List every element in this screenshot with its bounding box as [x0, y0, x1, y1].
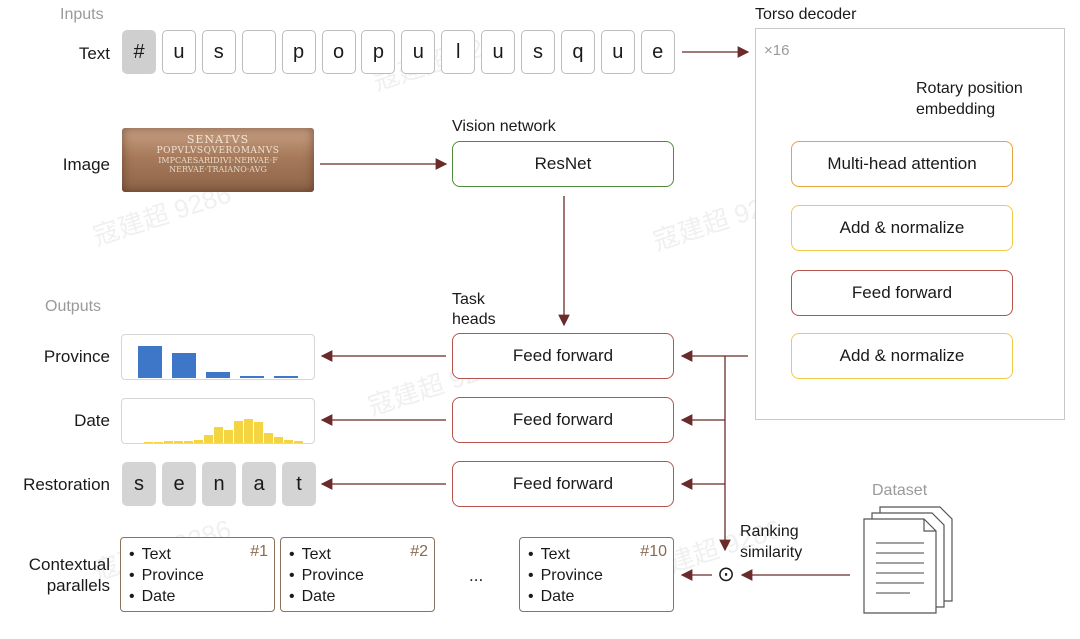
- restored-token: s: [122, 462, 156, 506]
- text-token: [241, 30, 276, 74]
- inputs-heading: Inputs: [60, 6, 104, 23]
- inscription-line: SENATVS: [186, 133, 250, 146]
- text-token: s: [521, 30, 555, 74]
- text-token: p: [281, 30, 316, 74]
- date-bar: [194, 439, 203, 443]
- province-bar: [274, 376, 298, 378]
- date-bar: [154, 441, 163, 443]
- image-label: Image: [62, 155, 110, 174]
- date-bar: [244, 419, 253, 443]
- text-token: l: [441, 30, 476, 74]
- parallel-number: #1: [250, 543, 268, 560]
- province-bar: [138, 345, 162, 378]
- parallel-item: Province: [129, 565, 204, 586]
- rope-line: Rotary position: [916, 80, 1023, 97]
- province-bar: [206, 371, 230, 378]
- head-restoration: Feed forward: [452, 461, 674, 507]
- date-bar: [264, 433, 273, 443]
- text-token: u: [481, 30, 516, 74]
- ellipsis: ...: [469, 566, 484, 585]
- parallel-item: Date: [289, 586, 364, 607]
- province-chart: [121, 334, 315, 380]
- province-label: Province: [43, 347, 110, 366]
- date-bar: [274, 437, 283, 443]
- contextual-parallels-label: Contextual parallels: [0, 554, 110, 596]
- resnet-box: ResNet: [452, 141, 674, 187]
- restored-token: n: [202, 462, 236, 506]
- ranking-similarity-label: Ranking similarity: [740, 521, 802, 563]
- date-bar: [204, 434, 213, 443]
- text-token: e: [640, 30, 675, 74]
- head-date: Feed forward: [452, 397, 674, 443]
- add-normalize-block: Add & normalize: [791, 205, 1013, 251]
- text-token: u: [161, 30, 196, 74]
- date-bar: [164, 441, 173, 443]
- text-token: p: [361, 30, 396, 74]
- date-bar: [254, 421, 263, 443]
- rope-line: embedding: [916, 101, 996, 118]
- text-token: q: [560, 30, 595, 74]
- date-bar: [234, 420, 243, 443]
- add-normalize-block: Add & normalize: [791, 333, 1013, 379]
- text-token: s: [201, 30, 236, 74]
- inscription-line: IMPCAESARIDIVI·NERVAE·F: [158, 156, 278, 165]
- repeat-count: ×16: [764, 42, 790, 59]
- multi-head-attention-block: Multi-head attention: [791, 141, 1013, 187]
- date-bar: [294, 441, 303, 443]
- torso-decoder-title: Torso decoder: [755, 6, 857, 23]
- parallel-item: Text: [528, 544, 603, 565]
- date-bar: [174, 441, 183, 443]
- date-label: Date: [74, 411, 110, 430]
- ranking-line: similarity: [740, 544, 803, 561]
- task-heads-line: Task: [452, 291, 485, 308]
- inscription-image: SENATVS POPVLVSQVEROMANVS IMPCAESARIDIVI…: [122, 128, 314, 192]
- parallel-card: Text Province Date #10: [519, 537, 674, 612]
- province-bar: [240, 376, 264, 378]
- text-label: Text: [78, 44, 110, 63]
- restoration-label: Restoration: [23, 475, 110, 494]
- text-token: o: [321, 30, 356, 74]
- parallel-item: Text: [289, 544, 364, 565]
- parallel-item: Date: [528, 586, 603, 607]
- date-bar: [144, 441, 153, 443]
- vision-network-heading: Vision network: [452, 118, 556, 135]
- contextual-label-line: parallels: [46, 576, 110, 595]
- parallel-number: #10: [640, 543, 667, 560]
- head-province: Feed forward: [452, 333, 674, 379]
- date-bar: [184, 440, 193, 443]
- parallel-number: #2: [410, 543, 428, 560]
- text-token: u: [600, 30, 635, 74]
- ranking-line: Ranking: [740, 523, 799, 540]
- parallel-card: Text Province Date #2: [280, 537, 435, 612]
- masked-token: #: [122, 30, 156, 74]
- date-bar: [284, 439, 293, 443]
- dataset-label: Dataset: [872, 482, 928, 499]
- date-bar: [214, 427, 223, 443]
- inscription-line: NERVAE·TRAIANO·AVG: [169, 165, 267, 174]
- date-chart: [121, 398, 315, 444]
- restored-token: a: [242, 462, 276, 506]
- outputs-heading: Outputs: [45, 298, 102, 315]
- text-token: u: [401, 30, 436, 74]
- inscription-line: POPVLVSQVEROMANVS: [156, 146, 280, 156]
- parallel-item: Province: [528, 565, 603, 586]
- restored-token: e: [162, 462, 196, 506]
- parallel-card: Text Province Date #1: [120, 537, 275, 612]
- contextual-label-line: Contextual: [28, 555, 110, 574]
- dot-product-icon: ⊙: [715, 563, 737, 587]
- dataset-documents-icon: [863, 506, 953, 614]
- rotary-embedding-label: Rotary position embedding: [916, 78, 1023, 120]
- province-bar: [172, 353, 196, 378]
- task-heads-line: heads: [452, 311, 496, 328]
- task-heads-label: Task heads: [452, 290, 496, 330]
- date-bar: [224, 430, 233, 443]
- torso-feed-forward-block: Feed forward: [791, 270, 1013, 316]
- parallel-item: Province: [289, 565, 364, 586]
- parallel-item: Text: [129, 544, 204, 565]
- restored-token: t: [282, 462, 316, 506]
- parallel-item: Date: [129, 586, 204, 607]
